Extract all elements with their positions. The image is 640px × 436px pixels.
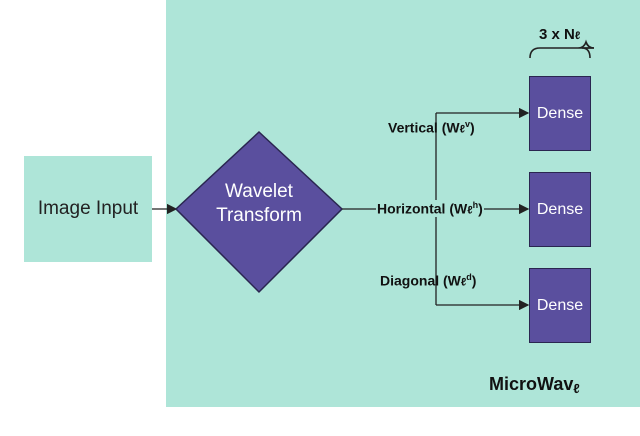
diagonal-text: Diagonal (W xyxy=(380,272,461,289)
vertical-close: ) xyxy=(470,119,475,136)
count-text: 3 x N xyxy=(539,26,575,43)
diagonal-l: ℓ xyxy=(460,276,467,289)
diagonal-branch-label: Diagonal (Wℓd) xyxy=(380,272,476,289)
diagonal-close: ) xyxy=(471,272,477,289)
vertical-branch-label: Vertical (Wℓv) xyxy=(388,119,475,136)
dense-label: Dense xyxy=(536,296,584,314)
horizontal-close: ) xyxy=(478,200,483,217)
model-l: ℓ xyxy=(573,381,580,396)
dense-count-label: 3 x Nℓ xyxy=(539,26,580,43)
model-name: MicroWav xyxy=(489,374,574,394)
image-input-box: Image Input xyxy=(24,156,152,262)
count-brace-right xyxy=(581,41,595,59)
dense-label: Dense xyxy=(536,104,584,122)
vertical-l: ℓ xyxy=(459,123,465,136)
image-input-label: Image Input xyxy=(37,198,139,219)
diagonal-sup: d xyxy=(466,272,472,282)
count-brace xyxy=(529,39,595,59)
horizontal-l: ℓ xyxy=(467,204,473,217)
wavelet-transform-label: Wavelet Transform xyxy=(176,180,342,228)
dense-block-horizontal: Dense xyxy=(529,172,591,247)
count-l: ℓ xyxy=(574,30,581,42)
model-title: MicroWavℓ xyxy=(489,374,580,396)
vertical-text: Vertical (W xyxy=(388,119,460,136)
horizontal-branch-label: Horizontal (Wℓh) xyxy=(376,200,484,217)
dense-block-vertical: Dense xyxy=(529,76,591,151)
horizontal-sup: h xyxy=(472,200,479,210)
horizontal-text: Horizontal (W xyxy=(377,200,468,217)
transform-line-2: Transform xyxy=(216,205,302,226)
vertical-sup: v xyxy=(464,119,470,129)
dense-block-diagonal: Dense xyxy=(529,268,591,343)
transform-line-1: Wavelet xyxy=(225,181,293,202)
dense-label: Dense xyxy=(536,200,584,218)
wavelet-transform-diamond xyxy=(174,130,344,294)
